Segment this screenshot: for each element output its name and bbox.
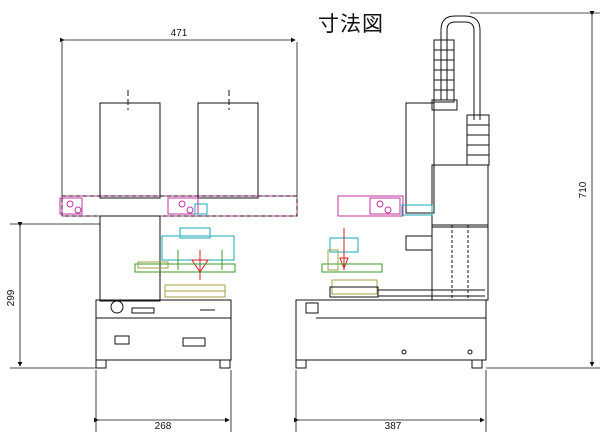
front-base [95, 299, 232, 361]
dim-front-base-width: 268 [155, 421, 172, 432]
side-table [321, 263, 383, 273]
front-right-tower [197, 102, 259, 199]
side-column [431, 224, 489, 301]
dim-side-base-width: 387 [385, 421, 402, 432]
side-dimensions [294, 11, 600, 432]
side-arm [337, 195, 404, 217]
dim-front-width: 471 [171, 28, 188, 39]
front-knob [110, 300, 124, 314]
front-table [134, 263, 236, 273]
side-column-head [431, 164, 489, 228]
dim-front-height: 299 [6, 289, 17, 306]
side-upper-housing [405, 102, 435, 214]
side-cable-spring-right [466, 114, 490, 166]
side-cable-spring-left [433, 39, 455, 103]
side-base [295, 299, 487, 361]
drawing-title: 寸法図 [318, 12, 384, 36]
side-view [295, 15, 490, 369]
front-dimensions [10, 37, 298, 432]
front-view [59, 90, 298, 369]
front-left-tower [99, 102, 161, 199]
dim-side-height: 710 [578, 181, 589, 198]
side-cable [440, 15, 481, 120]
front-tool-block [161, 235, 235, 261]
